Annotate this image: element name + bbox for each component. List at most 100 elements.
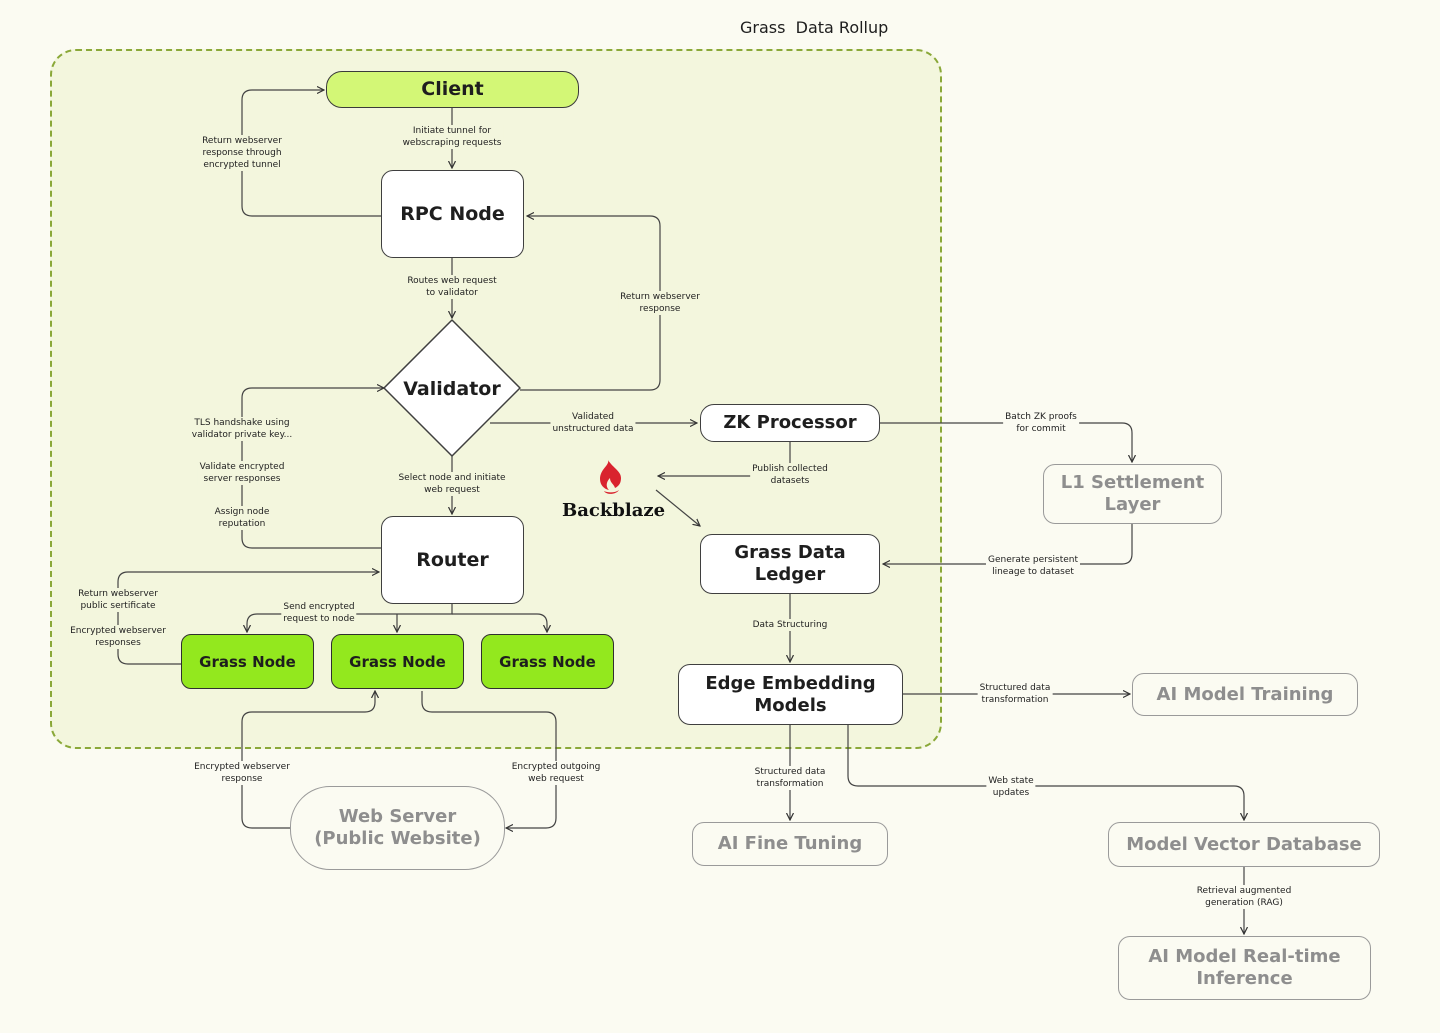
label-tls-1: TLS handshake using bbox=[194, 418, 290, 428]
label-send-enc-2: request to node bbox=[283, 614, 355, 624]
label-return-tunnel-2: response through bbox=[202, 148, 282, 158]
label-web-state-2: updates bbox=[992, 788, 1030, 798]
label-struct-fine-2: transformation bbox=[756, 779, 824, 789]
label-lineage-2: lineage to dataset bbox=[992, 567, 1074, 577]
client-label: Client bbox=[421, 78, 484, 101]
label-return-tunnel-3: encrypted tunnel bbox=[203, 160, 281, 170]
ai-fine-tuning-label: AI Fine Tuning bbox=[717, 833, 863, 855]
label-select-node: Select node and initiate web request bbox=[396, 472, 508, 496]
validator-diamond bbox=[383, 319, 521, 457]
label-batch-2: for commit bbox=[1016, 424, 1066, 434]
label-return-certificate: Return webserver public sertificate bbox=[76, 588, 160, 612]
grass-node-3-label: Grass Node bbox=[499, 652, 596, 671]
label-assign-reputation: Assign node reputation bbox=[212, 506, 272, 530]
web-server-label-1: Web Server bbox=[338, 806, 457, 828]
zk-processor-node: ZK Processor bbox=[700, 404, 880, 442]
edge-web-to-node bbox=[241, 691, 375, 829]
ai-realtime-inference-node: AI Model Real-time Inference bbox=[1118, 936, 1371, 1000]
grass-node-1-label: Grass Node bbox=[199, 652, 296, 671]
label-select-2: web request bbox=[424, 485, 480, 495]
label-routes-2: to validator bbox=[426, 288, 478, 298]
label-validated-2: unstructured data bbox=[552, 424, 634, 434]
label-send-enc-1: Send encrypted bbox=[283, 602, 355, 612]
label-enc-out-1: Encrypted outgoing bbox=[511, 762, 601, 772]
label-return-resp-1: Return webserver bbox=[620, 292, 700, 302]
label-encrypted-response: Encrypted webserver response bbox=[192, 761, 292, 785]
edge-label-2: Models bbox=[754, 694, 827, 716]
label-enc-resp-2: response bbox=[221, 774, 263, 784]
realtime-label-2: Inference bbox=[1196, 968, 1293, 989]
vector-db-label: Model Vector Database bbox=[1126, 833, 1362, 855]
label-batch-1: Batch ZK proofs bbox=[1005, 412, 1077, 422]
label-assign-2: reputation bbox=[218, 519, 266, 529]
label-enc-out-2: web request bbox=[528, 774, 584, 784]
label-rag-1: Retrieval augmented bbox=[1196, 886, 1292, 896]
edge-router-to-node-1 bbox=[247, 604, 453, 632]
ai-fine-tuning-node: AI Fine Tuning bbox=[692, 822, 888, 866]
rpc-node: RPC Node bbox=[381, 170, 524, 258]
label-enc-resps-1: Encrypted webserver bbox=[70, 626, 166, 636]
label-validated-1: Validated bbox=[572, 412, 614, 422]
label-rag-2: generation (RAG) bbox=[1205, 898, 1283, 908]
label-return-tunnel-1: Return webserver bbox=[202, 136, 282, 146]
label-encrypted-outgoing: Encrypted outgoing web request bbox=[509, 761, 603, 785]
label-generate-lineage: Generate persistent lineage to dataset bbox=[985, 554, 1081, 578]
validator-label: Validator bbox=[403, 378, 501, 400]
grass-node-1: Grass Node bbox=[181, 634, 314, 689]
web-server-node: Web Server (Public Website) bbox=[290, 786, 505, 870]
label-routes-1: Routes web request bbox=[407, 276, 497, 286]
web-server-label-2: (Public Website) bbox=[314, 828, 481, 849]
rpc-node-label: RPC Node bbox=[400, 202, 505, 225]
label-struct-fine-1: Structured data bbox=[754, 767, 826, 777]
label-lineage-1: Generate persistent bbox=[987, 555, 1079, 565]
router-node: Router bbox=[381, 516, 524, 604]
router-label: Router bbox=[416, 548, 489, 571]
label-encrypted-responses: Encrypted webserver responses bbox=[68, 625, 168, 649]
label-publish-1: Publish collected bbox=[752, 464, 828, 474]
label-struct-train-1: Structured data bbox=[979, 683, 1051, 693]
label-return-cert-2: public sertificate bbox=[80, 601, 156, 611]
edge-zk-to-l1 bbox=[880, 422, 1132, 462]
label-return-cert-1: Return webserver bbox=[78, 589, 158, 599]
ledger-label-2: Ledger bbox=[754, 564, 826, 585]
grass-data-ledger-node: Grass Data Ledger bbox=[700, 534, 880, 594]
backblaze-flame-icon bbox=[600, 460, 621, 494]
ledger-label-1: Grass Data bbox=[734, 542, 846, 564]
model-vector-database-node: Model Vector Database bbox=[1108, 822, 1380, 867]
edge-edge-to-vectordb bbox=[847, 725, 1244, 820]
edge-node-to-web bbox=[421, 691, 557, 828]
edge-nodes-to-router bbox=[117, 572, 379, 665]
label-publish-2: datasets bbox=[770, 476, 810, 486]
label-initiate-1: Initiate tunnel for bbox=[412, 126, 492, 136]
label-publish-datasets: Publish collected datasets bbox=[750, 463, 830, 487]
label-structured-finetune: Structured data transformation bbox=[752, 766, 828, 790]
ai-model-training-node: AI Model Training bbox=[1132, 673, 1358, 716]
label-return-resp-2: response bbox=[639, 304, 681, 314]
edge-embedding-node: Edge Embedding Models bbox=[678, 664, 903, 725]
label-initiate-tunnel: Initiate tunnel for webscraping requests bbox=[400, 125, 504, 149]
label-assign-1: Assign node bbox=[214, 507, 270, 517]
realtime-label-1: AI Model Real-time bbox=[1148, 946, 1341, 968]
edge-l1-to-ledger bbox=[883, 524, 1133, 564]
label-validated-data: Validated unstructured data bbox=[550, 411, 636, 435]
label-send-encrypted: Send encrypted request to node bbox=[281, 601, 357, 625]
label-return-tunnel: Return webserver response through encrypte… bbox=[200, 135, 284, 171]
label-enc-resps-2: responses bbox=[95, 638, 141, 648]
label-data-structuring: Data Structuring bbox=[750, 619, 830, 631]
client-node: Client bbox=[326, 71, 579, 108]
edge-router-to-node-3 bbox=[452, 613, 547, 632]
edge-label-1: Edge Embedding bbox=[705, 672, 876, 694]
grass-node-2-label: Grass Node bbox=[349, 652, 446, 671]
l1-label-1: L1 Settlement bbox=[1060, 472, 1205, 494]
l1-settlement-node: L1 Settlement Layer bbox=[1043, 464, 1222, 524]
label-enc-resp-1: Encrypted webserver bbox=[194, 762, 290, 772]
ai-training-label: AI Model Training bbox=[1156, 683, 1334, 705]
label-initiate-2: webscraping requests bbox=[402, 138, 502, 148]
label-return-response: Return webserver response bbox=[618, 291, 702, 315]
zk-processor-label: ZK Processor bbox=[723, 412, 857, 434]
label-select-1: Select node and initiate bbox=[398, 473, 506, 483]
label-batch-zk: Batch ZK proofs for commit bbox=[1003, 411, 1079, 435]
